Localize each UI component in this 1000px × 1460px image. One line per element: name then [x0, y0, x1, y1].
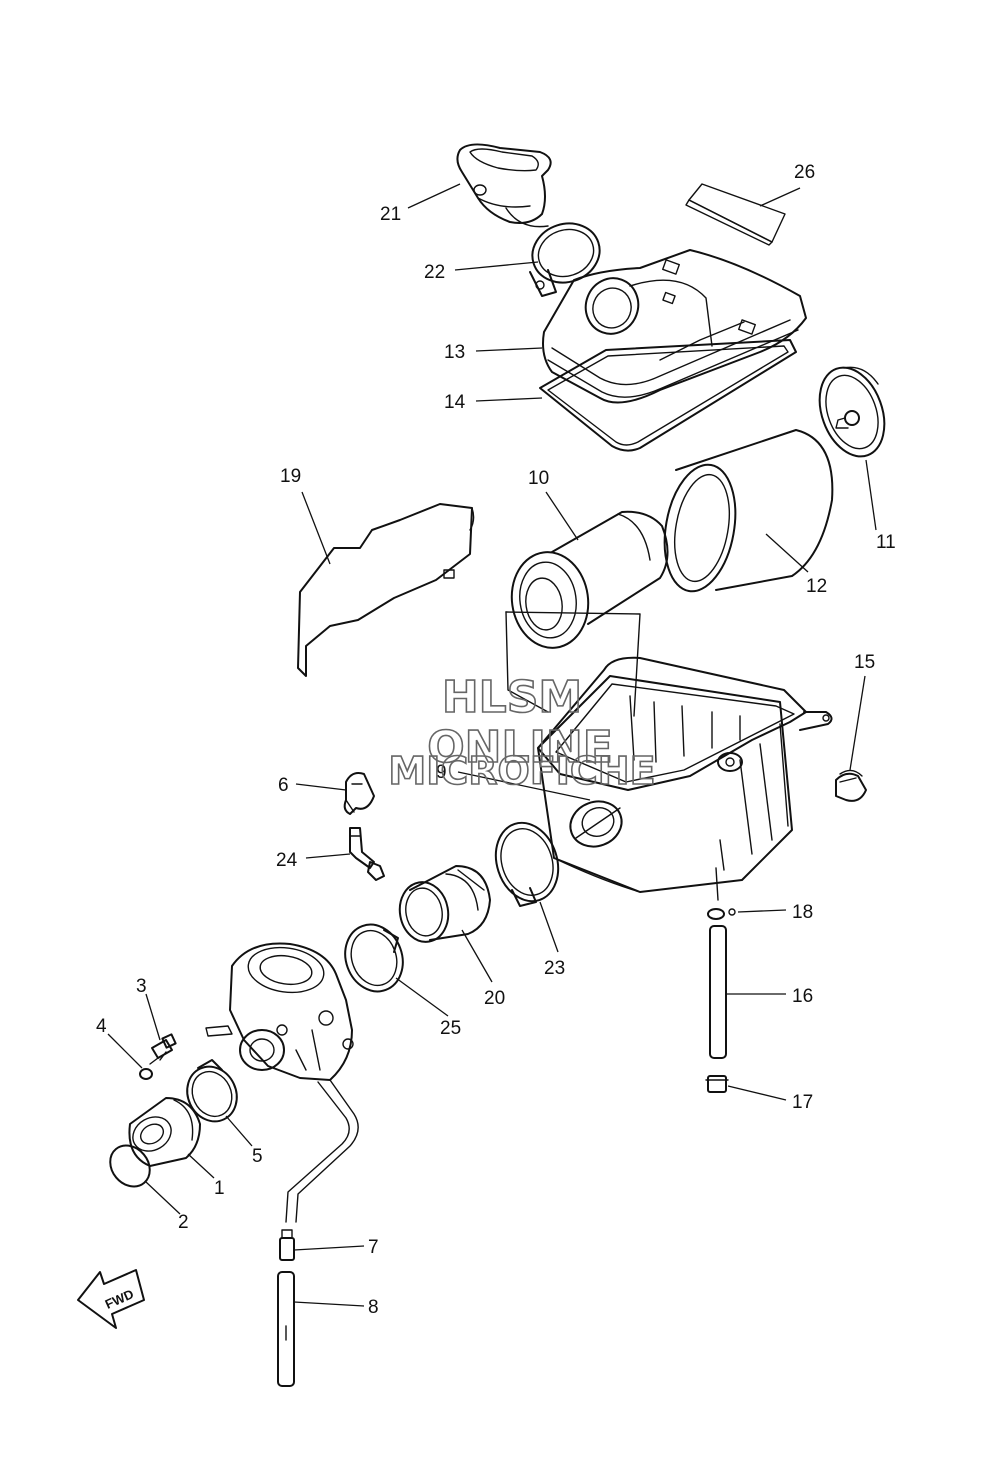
part-16-hose[interactable] [709, 925, 727, 1059]
part-1-carb-joint[interactable] [127, 1097, 201, 1167]
arrow-left-icon [77, 1269, 145, 1329]
callout-4: 4 [96, 1016, 107, 1037]
part-2-o-ring[interactable] [102, 1138, 158, 1195]
callout-24: 24 [276, 850, 298, 871]
watermark-line-2: ONLINE [427, 722, 613, 773]
part-25-clamp[interactable] [336, 916, 412, 999]
part-13-airbox-cover[interactable] [542, 249, 807, 404]
callout-16: 16 [792, 986, 813, 1007]
part-15-clip[interactable] [835, 769, 867, 802]
part-20-joint[interactable] [395, 865, 491, 946]
part-7-joint[interactable] [279, 1229, 295, 1261]
part-4-washer[interactable] [139, 1068, 153, 1080]
leader-lines [107, 183, 877, 1307]
part-3-screw[interactable] [149, 1033, 177, 1065]
watermark-line-3: MICROFICHE [388, 749, 655, 793]
callout-11: 11 [876, 532, 896, 553]
part-21-intake-duct[interactable] [456, 143, 552, 228]
callout-6: 6 [278, 775, 289, 796]
callout-20: 20 [484, 988, 505, 1009]
part-8-hose[interactable] [277, 1271, 295, 1387]
callout-18: 18 [792, 902, 813, 923]
part-18-clip[interactable] [707, 908, 736, 920]
callout-23: 23 [544, 958, 565, 979]
callout-14: 14 [444, 392, 466, 413]
callout-2: 2 [178, 1212, 189, 1233]
fwd-direction-marker: FWD [77, 1269, 145, 1329]
callout-10: 10 [528, 468, 549, 489]
callout-9: 9 [436, 762, 447, 783]
callout-1: 1 [214, 1178, 225, 1199]
part-24-joint-hose[interactable] [349, 827, 385, 881]
part-5-clamp[interactable] [178, 1058, 245, 1129]
callout-5: 5 [252, 1146, 263, 1167]
callout-8: 8 [368, 1297, 379, 1318]
part-11-end-cap[interactable] [808, 359, 896, 466]
watermark-line-1: HLSM [442, 672, 582, 723]
callout-26: 26 [794, 162, 815, 183]
part-12-outer-filter[interactable] [655, 429, 834, 597]
part-10-inner-filter[interactable] [506, 510, 669, 653]
part-6-elbow[interactable] [343, 772, 375, 815]
callout-3: 3 [136, 976, 147, 997]
carburetor-assembly [205, 942, 354, 1081]
part-19-heat-shield[interactable] [297, 503, 475, 677]
callout-22: 22 [424, 262, 445, 283]
callout-25: 25 [440, 1018, 461, 1039]
callout-21: 21 [380, 204, 401, 225]
part-17-plug[interactable] [705, 1075, 729, 1093]
fwd-label: FWD [103, 1286, 136, 1312]
callout-13: 13 [444, 342, 465, 363]
callout-labels: 26 21 22 13 14 19 10 11 12 15 9 6 24 18 … [96, 162, 896, 1318]
callout-15: 15 [854, 652, 875, 673]
part-14-gasket[interactable] [539, 339, 797, 452]
part-9-airbox-case[interactable] [505, 611, 833, 901]
callout-17: 17 [792, 1092, 813, 1113]
callout-12: 12 [806, 576, 827, 597]
callout-19: 19 [280, 466, 301, 487]
part-26-sticker[interactable] [685, 183, 786, 246]
drain-hose [285, 1079, 359, 1223]
watermark: HLSM ONLINE MICROFICHE [388, 671, 657, 794]
callout-7: 7 [368, 1237, 379, 1258]
part-23-clamp[interactable] [486, 815, 568, 910]
